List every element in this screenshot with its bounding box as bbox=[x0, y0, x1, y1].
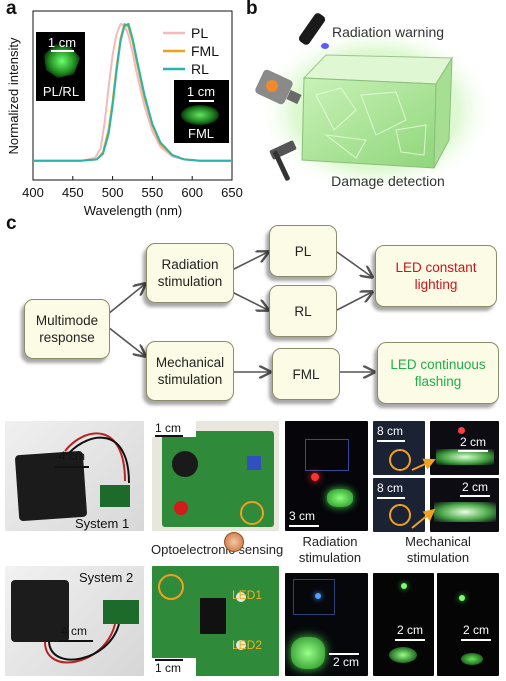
buzzer bbox=[172, 451, 198, 477]
flashlight-icon bbox=[298, 13, 329, 49]
system2-photo: System 2 4 cm bbox=[5, 566, 144, 676]
panel-letter-b: b bbox=[246, 0, 258, 19]
legend-label-rl: RL bbox=[191, 61, 209, 77]
highlight-circle-2 bbox=[158, 574, 184, 600]
mech-top-small: 8 cm bbox=[373, 421, 425, 475]
mech-bottom-scale1: 2 cm bbox=[397, 623, 424, 637]
box-radiation-text: Radiation stimulation bbox=[157, 257, 223, 289]
potentiometer bbox=[247, 456, 261, 470]
panel-letter-c: c bbox=[6, 213, 17, 234]
y-axis-label: Normalized intensity bbox=[6, 37, 21, 155]
box-multimode-text: Multimode response bbox=[35, 313, 99, 345]
x-tick-label: 600 bbox=[181, 185, 203, 200]
series-line-rl bbox=[33, 23, 232, 162]
optoelectronic-label: Optoelectronic sensing bbox=[151, 542, 284, 557]
box-pl-text: PL bbox=[294, 243, 312, 259]
box-rl: RL bbox=[269, 285, 337, 337]
inset-plrl-label: PL/RL bbox=[43, 84, 79, 99]
system2-label: System 2 bbox=[79, 570, 134, 585]
box-mechanical-text: Mechanical stimulation bbox=[155, 355, 225, 387]
rad-bottom-scale: 2 cm bbox=[333, 655, 360, 669]
block-side bbox=[433, 56, 453, 169]
panel-letter-a: a bbox=[6, 0, 17, 19]
inset-fml-label: FML bbox=[188, 126, 214, 141]
battery-case-2 bbox=[11, 580, 69, 642]
box-pl: PL bbox=[269, 225, 337, 277]
pcb-1 bbox=[100, 485, 130, 507]
glowing-crystal-1 bbox=[327, 489, 353, 507]
pcb-2 bbox=[103, 600, 139, 624]
x-tick-label: 550 bbox=[142, 185, 164, 200]
box-led-flashing-text: LED continuous flashing bbox=[390, 357, 486, 389]
mech-mid-scale1: 8 cm bbox=[377, 481, 404, 495]
mech-bottom-1: 2 cm bbox=[373, 573, 434, 676]
box-led-constant-text: LED constant lighting bbox=[395, 260, 477, 292]
x-axis-label: Wavelength (nm) bbox=[84, 203, 183, 218]
damage-detection-label: Damage detection bbox=[331, 173, 445, 189]
box-fml: FML bbox=[272, 348, 340, 400]
system1-scale: 4 cm bbox=[59, 449, 86, 463]
red-led bbox=[174, 501, 188, 515]
system1-photo: 4 cm System 1 bbox=[5, 421, 144, 531]
spectra-chart: 1 cm PL/RL 1 cm FML PL FML RL 400 450 500 550… bbox=[6, 10, 243, 218]
glow1-scale: 3 cm bbox=[289, 509, 316, 523]
crystal-fml bbox=[181, 105, 219, 125]
radiation-glow-photo: 3 cm bbox=[285, 421, 368, 531]
inset-plrl-scale: 1 cm bbox=[48, 35, 76, 50]
panel-b-illustration: Radiation warning Damage detection bbox=[255, 13, 494, 195]
system1-label: System 1 bbox=[75, 516, 130, 531]
legend-label-pl: PL bbox=[191, 25, 208, 41]
radiation-source-icon bbox=[255, 69, 302, 105]
inset-fml-scale: 1 cm bbox=[187, 84, 215, 99]
photoresistor-icon bbox=[224, 532, 244, 552]
orange-arrows bbox=[411, 458, 436, 529]
board1-scale: 1 cm bbox=[155, 421, 182, 435]
box-radiation: Radiation stimulation bbox=[146, 243, 234, 303]
mech-bottom-scale2: 2 cm bbox=[463, 623, 490, 637]
system2-scale: 4 cm bbox=[61, 624, 88, 638]
board2-scale: 1 cm bbox=[155, 661, 182, 675]
radiation-bottom-photo: 2 cm bbox=[285, 573, 368, 676]
box-rl-text: RL bbox=[294, 303, 312, 319]
board2-led1: LED1 bbox=[232, 588, 263, 602]
highlight-circle-1 bbox=[240, 501, 264, 525]
board1-photo: 1 cm bbox=[152, 421, 279, 531]
flowchart-arrows bbox=[107, 222, 506, 420]
box-led-constant: LED constant lighting bbox=[375, 245, 497, 307]
mech-mid-flash: 2 cm bbox=[430, 478, 499, 532]
hammer-icon bbox=[269, 140, 297, 181]
ic-chip bbox=[200, 598, 226, 634]
legend-label-fml: FML bbox=[191, 43, 219, 59]
block-front bbox=[301, 77, 437, 169]
x-tick-label: 450 bbox=[62, 185, 84, 200]
board2-led2: LED2 bbox=[232, 638, 263, 652]
glowing-crystal-2 bbox=[291, 637, 325, 669]
x-tick-label: 400 bbox=[22, 185, 44, 200]
mechanical-stimulation-label: Mechanical stimulation bbox=[405, 534, 471, 565]
board2-photo: LED1 LED2 1 cm bbox=[152, 566, 279, 676]
box-led-flashing: LED continuous flashing bbox=[377, 342, 499, 404]
mech-bottom-2: 2 cm bbox=[437, 573, 499, 676]
mech-top-scale1: 8 cm bbox=[377, 424, 404, 438]
box-multimode: Multimode response bbox=[24, 299, 110, 359]
box-fml-text: FML bbox=[292, 366, 320, 382]
box-mechanical: Mechanical stimulation bbox=[146, 341, 234, 401]
crystal-plrl bbox=[44, 44, 80, 78]
chart-legend: PL FML RL bbox=[163, 25, 219, 77]
radiation-warning-label: Radiation warning bbox=[332, 24, 444, 40]
x-tick-label: 500 bbox=[102, 185, 124, 200]
radiation-stimulation-label: Radiation stimulation bbox=[298, 534, 362, 565]
mech-mid-small: 8 cm bbox=[373, 478, 425, 532]
mech-top-flash: 2 cm bbox=[430, 421, 499, 475]
mech-mid-scale2: 2 cm bbox=[462, 480, 489, 494]
x-tick-label: 650 bbox=[221, 185, 243, 200]
mech-top-scale2: 2 cm bbox=[460, 435, 487, 449]
